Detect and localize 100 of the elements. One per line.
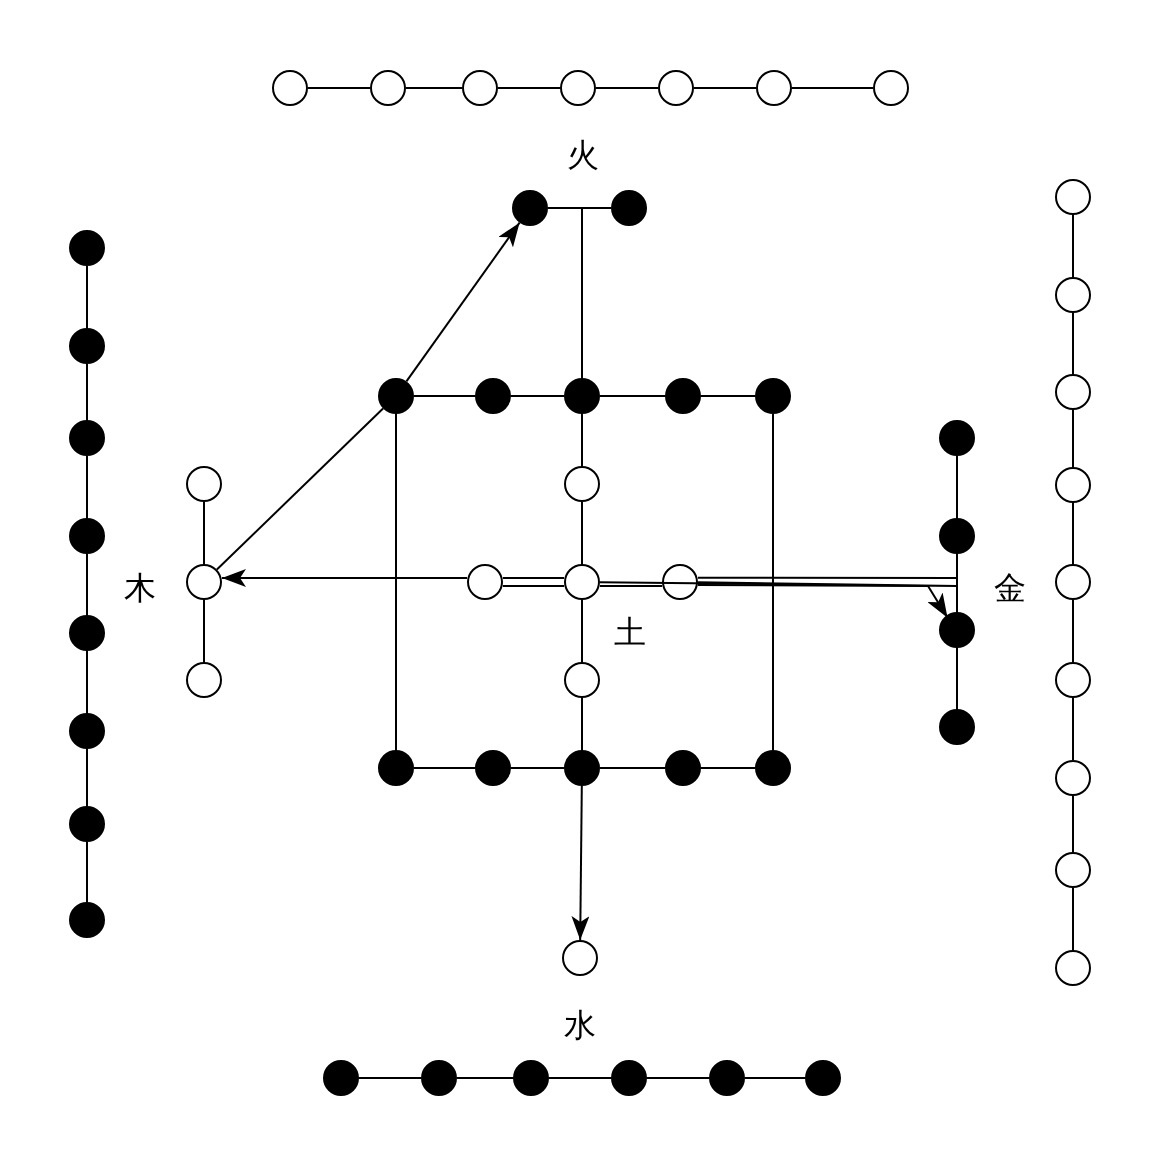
connector-line bbox=[86, 841, 88, 903]
connector-line bbox=[395, 413, 397, 751]
arrow bbox=[405, 221, 521, 383]
open-circle bbox=[272, 70, 308, 106]
filled-dot bbox=[69, 713, 105, 749]
filled-dot bbox=[69, 615, 105, 651]
connector-line bbox=[956, 647, 958, 710]
filled-dot bbox=[475, 378, 511, 414]
arrow bbox=[697, 584, 949, 619]
element-label: 土 bbox=[614, 616, 646, 648]
open-circle bbox=[1055, 374, 1091, 410]
connector-line bbox=[86, 553, 88, 616]
filled-dot bbox=[611, 1060, 647, 1096]
connector-line bbox=[413, 395, 476, 397]
connector-line bbox=[693, 87, 757, 89]
open-circle bbox=[658, 70, 694, 106]
connector-line bbox=[307, 87, 371, 89]
connector-line bbox=[86, 363, 88, 421]
filled-dot bbox=[378, 378, 414, 414]
connector-line bbox=[1072, 312, 1074, 375]
connector-line bbox=[646, 1077, 710, 1079]
element-label: 金 bbox=[994, 572, 1026, 604]
filled-dot bbox=[755, 378, 791, 414]
filled-dot bbox=[69, 420, 105, 456]
filled-dot bbox=[513, 1060, 549, 1096]
connector-line bbox=[599, 395, 666, 397]
open-circle bbox=[873, 70, 909, 106]
filled-dot bbox=[939, 420, 975, 456]
connector-line bbox=[497, 87, 561, 89]
element-label: 木 bbox=[124, 572, 156, 604]
connector-line bbox=[772, 413, 774, 751]
connector-line bbox=[581, 413, 583, 467]
open-circle bbox=[186, 466, 222, 502]
connector-line bbox=[1072, 214, 1074, 278]
open-circle bbox=[662, 564, 698, 600]
filled-dot bbox=[755, 750, 791, 786]
connector-line bbox=[700, 767, 756, 769]
filled-dot bbox=[939, 709, 975, 745]
connector-line bbox=[405, 87, 463, 89]
arrow bbox=[571, 785, 590, 941]
connector-line bbox=[1072, 502, 1074, 565]
connector-line bbox=[502, 577, 565, 579]
connector-line bbox=[581, 599, 583, 663]
connector-line bbox=[581, 697, 583, 751]
connector-line bbox=[744, 1077, 806, 1079]
open-circle bbox=[1055, 950, 1091, 986]
connector-line bbox=[413, 767, 476, 769]
connector-line bbox=[358, 1077, 422, 1079]
filled-dot bbox=[939, 518, 975, 554]
connector-line bbox=[791, 87, 874, 89]
connector-line bbox=[581, 207, 612, 379]
filled-dot bbox=[939, 612, 975, 648]
connector-line bbox=[1072, 887, 1074, 951]
filled-dot bbox=[512, 190, 548, 226]
connector-line bbox=[1072, 697, 1074, 761]
open-circle bbox=[564, 564, 600, 600]
open-circle bbox=[186, 564, 222, 600]
open-circle bbox=[1055, 662, 1091, 698]
open-circle bbox=[370, 70, 406, 106]
filled-dot bbox=[665, 378, 701, 414]
connector-line bbox=[548, 1077, 612, 1079]
open-circle bbox=[186, 662, 222, 698]
open-circle bbox=[564, 662, 600, 698]
connector-line bbox=[1072, 599, 1074, 663]
connector-line bbox=[86, 650, 88, 714]
connector-line bbox=[700, 395, 756, 397]
element-label: 水 bbox=[564, 1009, 596, 1041]
connector-line bbox=[599, 585, 663, 587]
connector-line bbox=[1072, 409, 1074, 468]
connector-line bbox=[595, 87, 659, 89]
filled-dot bbox=[69, 518, 105, 554]
connector-line bbox=[599, 581, 958, 587]
filled-dot bbox=[378, 750, 414, 786]
filled-dot bbox=[709, 1060, 745, 1096]
filled-dot bbox=[69, 230, 105, 266]
open-circle bbox=[462, 70, 498, 106]
filled-dot bbox=[564, 750, 600, 786]
open-circle bbox=[1055, 277, 1091, 313]
connector-line bbox=[510, 767, 565, 769]
open-circle bbox=[1055, 467, 1091, 503]
connector-line bbox=[581, 501, 583, 565]
open-circle bbox=[1055, 179, 1091, 215]
connector-line bbox=[456, 1077, 514, 1079]
connector-line bbox=[86, 748, 88, 807]
element-label: 火 bbox=[567, 139, 599, 171]
connector-line bbox=[86, 455, 88, 519]
filled-dot bbox=[805, 1060, 841, 1096]
filled-dot bbox=[69, 902, 105, 938]
filled-dot bbox=[421, 1060, 457, 1096]
open-circle bbox=[1055, 760, 1091, 796]
connector-line bbox=[1072, 795, 1074, 853]
filled-dot bbox=[69, 806, 105, 842]
connector-line bbox=[215, 407, 385, 571]
open-circle bbox=[756, 70, 792, 106]
filled-dot bbox=[665, 750, 701, 786]
filled-dot bbox=[69, 328, 105, 364]
filled-dot bbox=[323, 1060, 359, 1096]
connector-line bbox=[510, 395, 565, 397]
open-circle bbox=[564, 466, 600, 502]
arrow bbox=[221, 569, 468, 587]
